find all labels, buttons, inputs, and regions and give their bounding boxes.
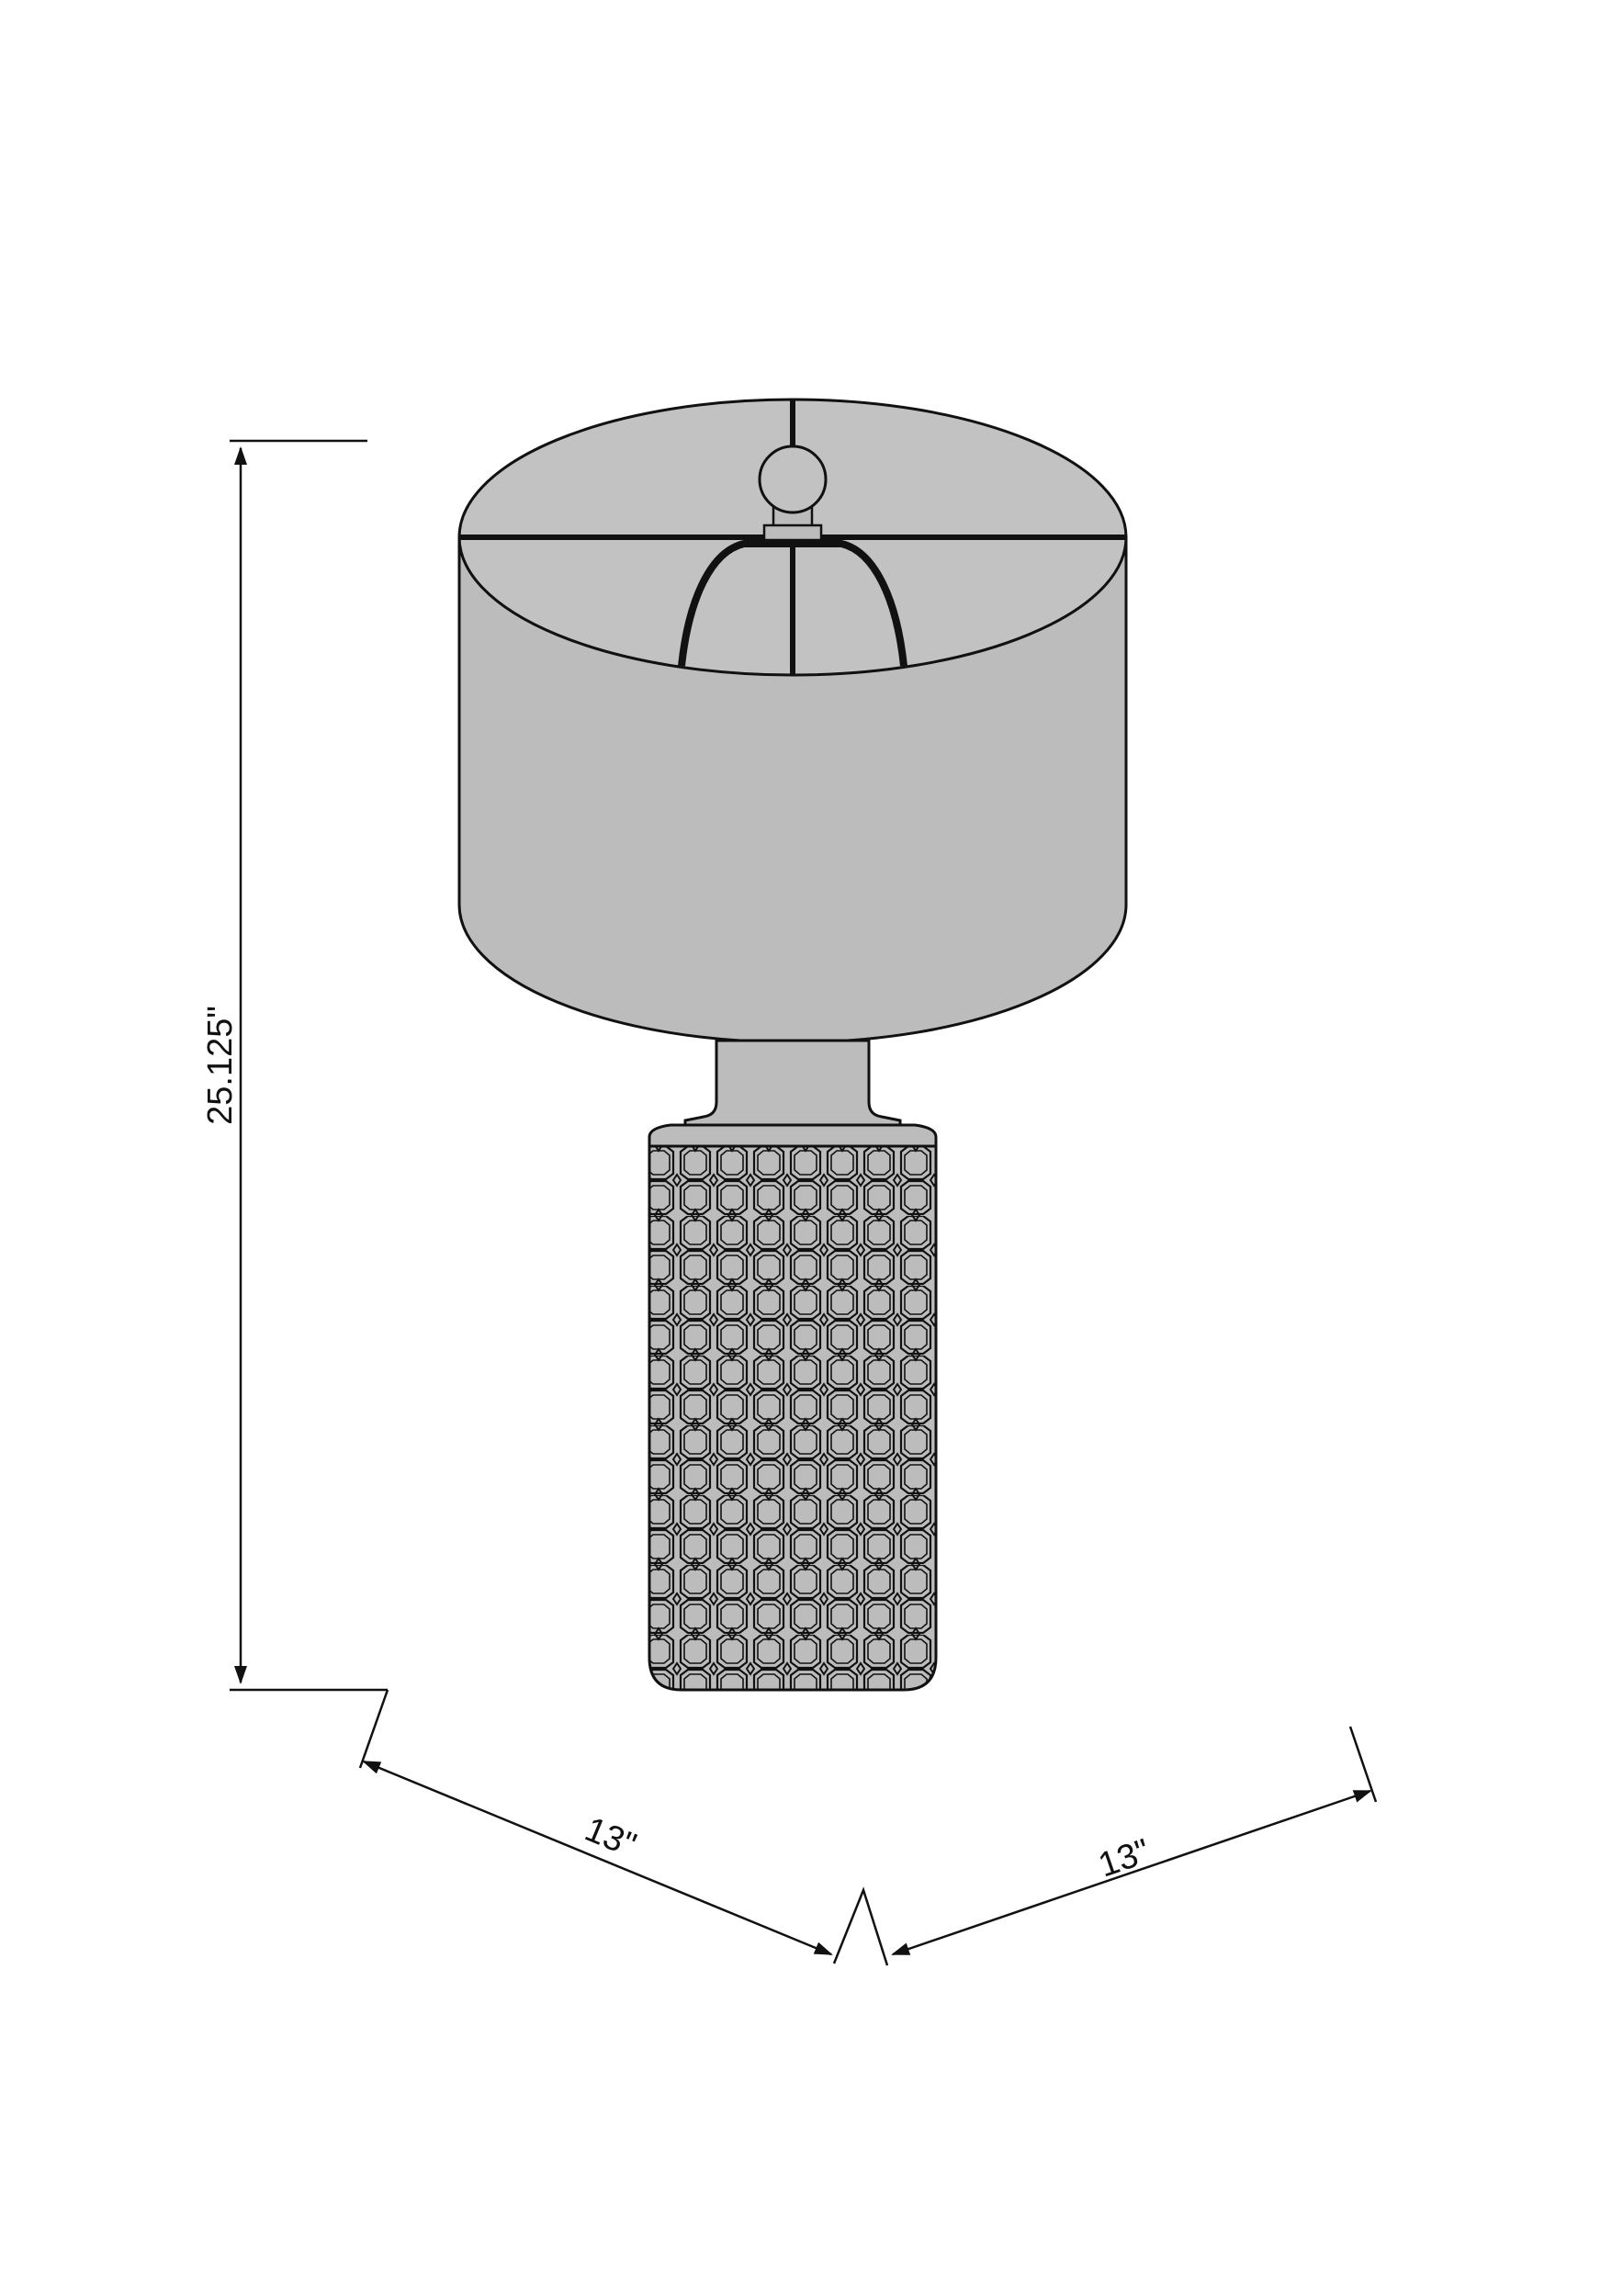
width-left-dimension-label: 13" <box>580 1810 642 1865</box>
width-right-dimension-label: 13" <box>1094 1832 1155 1885</box>
lamp-neck <box>683 1039 902 1133</box>
lamp-shoulder <box>648 1123 938 1148</box>
width-left-dimension-line <box>362 1760 833 1956</box>
break-mark-right <box>1348 1726 1378 1803</box>
lamp-harp <box>678 540 907 667</box>
lamp-base <box>648 1039 938 1692</box>
finial-ball <box>758 445 828 514</box>
break-mark-left <box>358 1689 389 1769</box>
width-dimension-left: 13" <box>358 1689 889 1966</box>
height-dimension-label: 25.125" <box>201 1006 240 1125</box>
finial-collar <box>762 523 823 542</box>
width-right-dimension-line <box>891 1789 1372 1956</box>
width-dimension-right: 13" <box>891 1726 1378 1956</box>
lamp-body-lattice <box>648 1144 938 1692</box>
break-mark-center <box>832 1886 889 1966</box>
lamp-finial <box>758 445 828 542</box>
lamp-shade <box>457 398 1128 1044</box>
height-dimension: 25.125" <box>201 439 388 1692</box>
